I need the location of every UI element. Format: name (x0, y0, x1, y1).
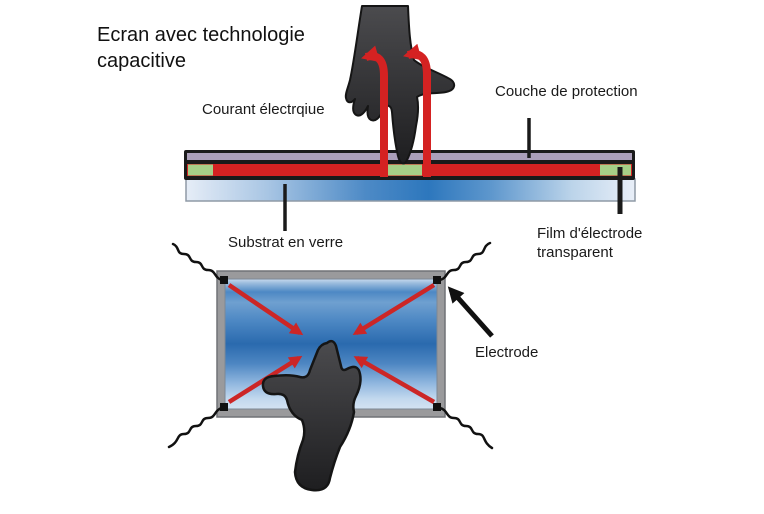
corner-electrode-top-right (433, 276, 441, 284)
label-film-electrode-transparent: Film d'électrode transparent (537, 225, 643, 261)
label-courant-electrique: Courant électrqiue (202, 101, 325, 118)
electrode-green-left (188, 164, 213, 176)
corner-electrode-top-left (220, 276, 228, 284)
electrode-green-right (600, 164, 631, 176)
arrow-top-left-to-center (227, 283, 304, 336)
electrode-green-center (388, 164, 422, 176)
label-electrode: Electrode (475, 344, 539, 361)
arrow-electrode-pointer (447, 286, 494, 338)
squiggle-wire-bottom-right-icon (438, 406, 494, 450)
corner-electrode-bottom-right (433, 403, 441, 411)
page-title: Ecran avec technologie capacitive (97, 24, 305, 72)
arrow-top-right-to-center (352, 283, 436, 336)
corner-electrode-bottom-left (220, 403, 228, 411)
squiggle-wire-top-right-icon (438, 241, 492, 282)
bottom-hand-icon (261, 339, 362, 492)
label-substrat-en-verre: Substrat en verre (228, 234, 344, 251)
squiggle-wire-bottom-left-icon (167, 406, 224, 449)
squiggle-wire-top-left-icon (171, 242, 224, 282)
current-loop-right-icon (403, 43, 431, 177)
current-loop-left-icon (361, 45, 388, 177)
arrow-bottom-right-to-center (353, 356, 436, 404)
top-hand-icon (344, 5, 456, 165)
label-couche-de-protection: Couche de protection (495, 83, 638, 100)
glass-substrate-bar (185, 178, 636, 202)
